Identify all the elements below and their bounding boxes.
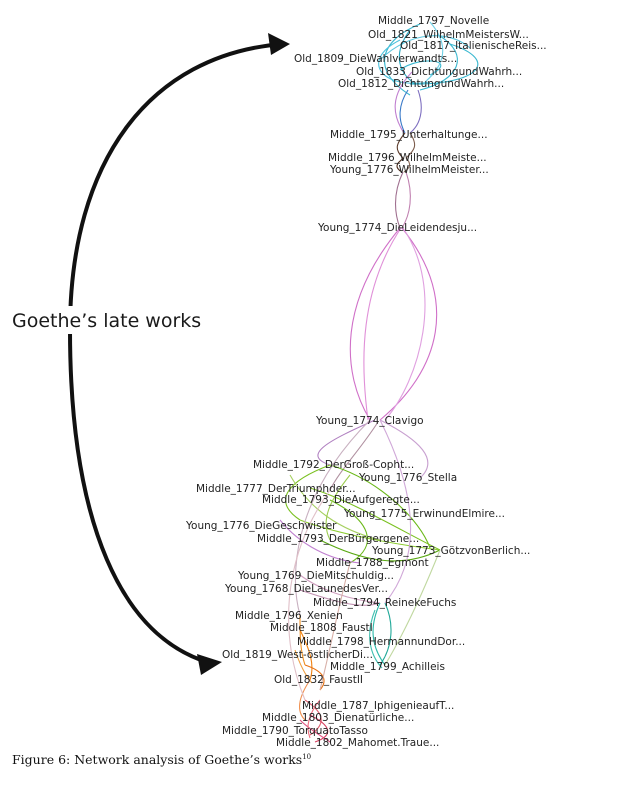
node-label: Young_1774_DieLeidendesju... (317, 222, 477, 234)
node-label: Middle_1803_Dienatürliche... (262, 712, 414, 724)
node-label: Old_1833_DichtungundWahrh... (356, 66, 522, 78)
node-label: Middle_1788_Egmont (316, 557, 429, 569)
caption-text: Figure 6: Network analysis of Goethe’s w… (12, 752, 303, 767)
node-label: Young_1776_DieGeschwister (185, 520, 337, 532)
arrowhead-bottom-icon (197, 654, 222, 675)
node-label: Old_1832_FaustII (274, 674, 363, 686)
node-label: Middle_1793_DerBürgergene... (257, 533, 419, 545)
node-label: Old_1809_DieWahlverwandts... (294, 53, 457, 65)
node-label: Old_1821_WilhelmMeistersW... (368, 29, 529, 41)
figure-caption: Figure 6: Network analysis of Goethe’s w… (12, 752, 311, 767)
node-label: Middle_1808_FaustI (270, 622, 373, 634)
node-label: Old_1812_DichtungundWahrh... (338, 78, 504, 90)
node-label: Young_1776_Stella (358, 472, 457, 484)
node-label: Young_1775_ErwinundElmire... (343, 508, 505, 520)
node-label: Young_1776_WilhelmMeister... (329, 164, 489, 176)
node-label: Middle_1790_TorquatoTasso (222, 725, 368, 737)
node-label: Middle_1798_HermannundDor... (297, 636, 465, 648)
node-label: Middle_1792_DerGroß-Copht... (253, 459, 414, 471)
node-label: Old_1817_ItalienischeReis... (400, 40, 547, 52)
arrowhead-top-icon (268, 33, 290, 55)
node-label: Middle_1796_WilhelmMeiste... (328, 152, 487, 164)
node-label: Middle_1794_ReinekeFuchs (313, 597, 456, 609)
node-label: Middle_1787_IphigenieaufT... (302, 700, 454, 712)
node-label: Middle_1797_Novelle (378, 15, 489, 27)
annotation-label: Goethe’s late works (12, 310, 201, 332)
node-label: Middle_1799_Achilleis (330, 661, 445, 673)
network-edges (279, 21, 479, 743)
node-label: Middle_1796_Xenien (235, 610, 343, 622)
node-label: Young_1774_Clavigo (315, 415, 424, 427)
node-label: Middle_1777_DerTriumphder... (196, 483, 356, 495)
node-label: Old_1819_West-östlicherDi... (222, 649, 373, 661)
node-label: Middle_1793_DieAufgeregte... (262, 494, 420, 506)
node-label: Young_1768_DieLaunedesVer... (224, 583, 388, 595)
node-label: Middle_1802_Mahomet.Traue... (276, 737, 439, 749)
caption-footnote: 10 (302, 752, 312, 761)
node-label: Young_1769_DieMitschuldig... (237, 570, 394, 582)
node-label: Middle_1795_Unterhaltunge... (330, 129, 488, 141)
node-label: Young_1773_GötzvonBerlich... (371, 545, 530, 557)
